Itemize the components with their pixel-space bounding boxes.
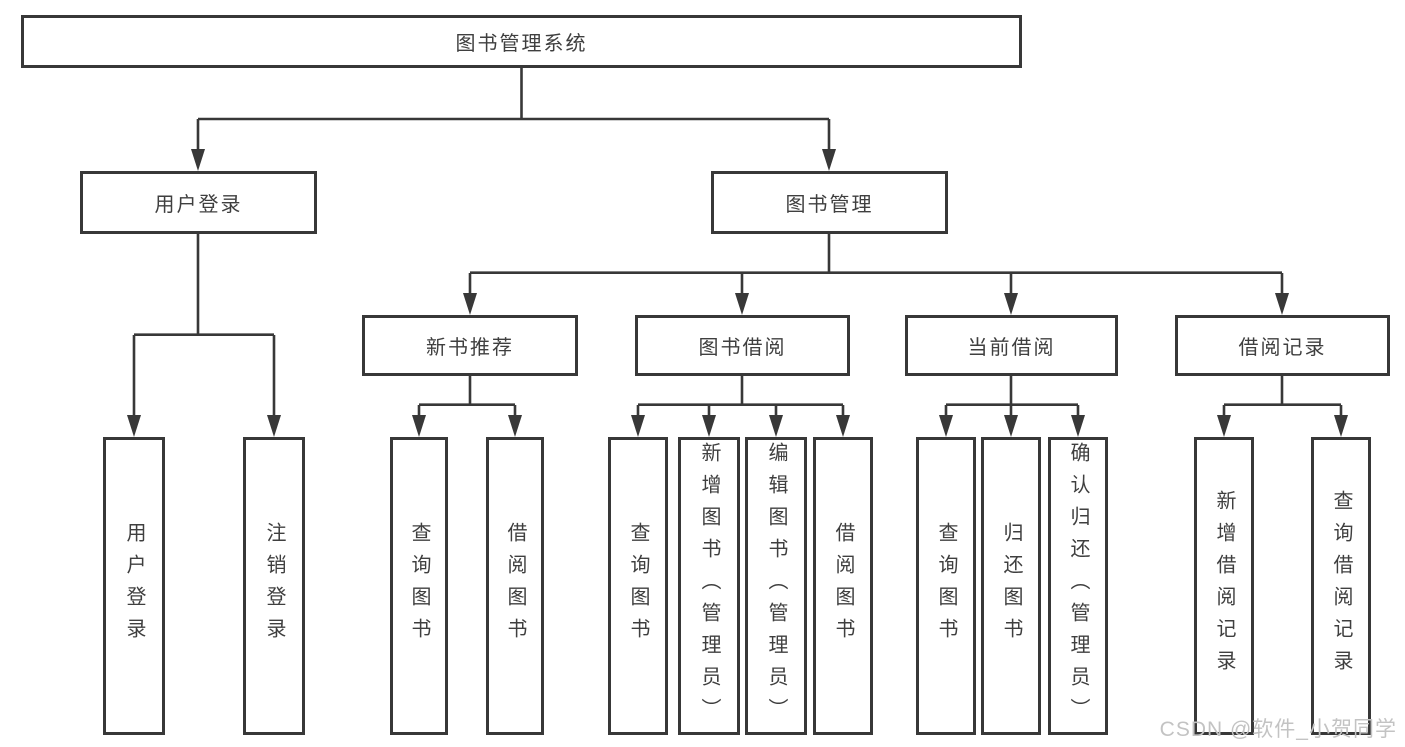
leaf-query-books-2: 查询图书 <box>608 437 668 735</box>
node-borrow-records-label: 借阅记录 <box>1238 337 1327 359</box>
leaf-return-book-label: 归还图书 <box>1000 522 1022 650</box>
leaf-query-books-1: 查询图书 <box>390 437 448 735</box>
node-user-login: 用户登录 <box>80 171 317 234</box>
leaf-user-login: 用户登录 <box>103 437 165 735</box>
leaf-query-books-3-label: 查询图书 <box>935 522 957 650</box>
leaf-logout-label: 注销登录 <box>263 522 285 650</box>
leaf-add-borrow-record: 新增借阅记录 <box>1194 437 1254 735</box>
node-book-borrow: 图书借阅 <box>635 315 850 376</box>
leaf-edit-book-admin: 编辑图书（管理员） <box>745 437 807 735</box>
node-borrow-records: 借阅记录 <box>1175 315 1390 376</box>
node-root-label: 图书管理系统 <box>455 33 588 55</box>
node-book-borrow-label: 图书借阅 <box>698 337 787 359</box>
leaf-logout: 注销登录 <box>243 437 305 735</box>
leaf-borrow-books-1-label: 借阅图书 <box>504 522 526 650</box>
leaf-borrow-books-2-label: 借阅图书 <box>832 522 854 650</box>
leaf-query-borrow-record: 查询借阅记录 <box>1311 437 1371 735</box>
node-user-login-label: 用户登录 <box>154 194 243 216</box>
leaf-edit-book-admin-label: 编辑图书（管理员） <box>765 442 787 730</box>
node-root: 图书管理系统 <box>21 15 1022 68</box>
node-new-book-recommend: 新书推荐 <box>362 315 578 376</box>
node-book-management: 图书管理 <box>711 171 948 234</box>
node-current-borrow-label: 当前借阅 <box>967 337 1056 359</box>
leaf-return-book: 归还图书 <box>981 437 1041 735</box>
leaf-query-books-3: 查询图书 <box>916 437 976 735</box>
node-current-borrow: 当前借阅 <box>905 315 1118 376</box>
leaf-borrow-books-2: 借阅图书 <box>813 437 873 735</box>
leaf-confirm-return-admin: 确认归还（管理员） <box>1048 437 1108 735</box>
leaf-confirm-return-admin-label: 确认归还（管理员） <box>1067 442 1089 730</box>
leaf-add-borrow-record-label: 新增借阅记录 <box>1213 490 1235 682</box>
leaf-borrow-books-1: 借阅图书 <box>486 437 544 735</box>
leaf-add-book-admin: 新增图书（管理员） <box>678 437 740 735</box>
arrow-down-icons <box>127 149 1348 437</box>
leaf-user-login-label: 用户登录 <box>123 522 145 650</box>
node-new-book-recommend-label: 新书推荐 <box>426 337 514 359</box>
node-book-management-label: 图书管理 <box>785 194 874 216</box>
leaf-query-borrow-record-label: 查询借阅记录 <box>1330 490 1352 682</box>
leaf-add-book-admin-label: 新增图书（管理员） <box>698 442 720 730</box>
leaf-query-books-1-label: 查询图书 <box>408 522 430 650</box>
csdn-watermark: CSDN @软件_小贺同学 <box>1159 718 1397 741</box>
leaf-query-books-2-label: 查询图书 <box>627 522 649 650</box>
connector-path <box>132 68 1343 420</box>
